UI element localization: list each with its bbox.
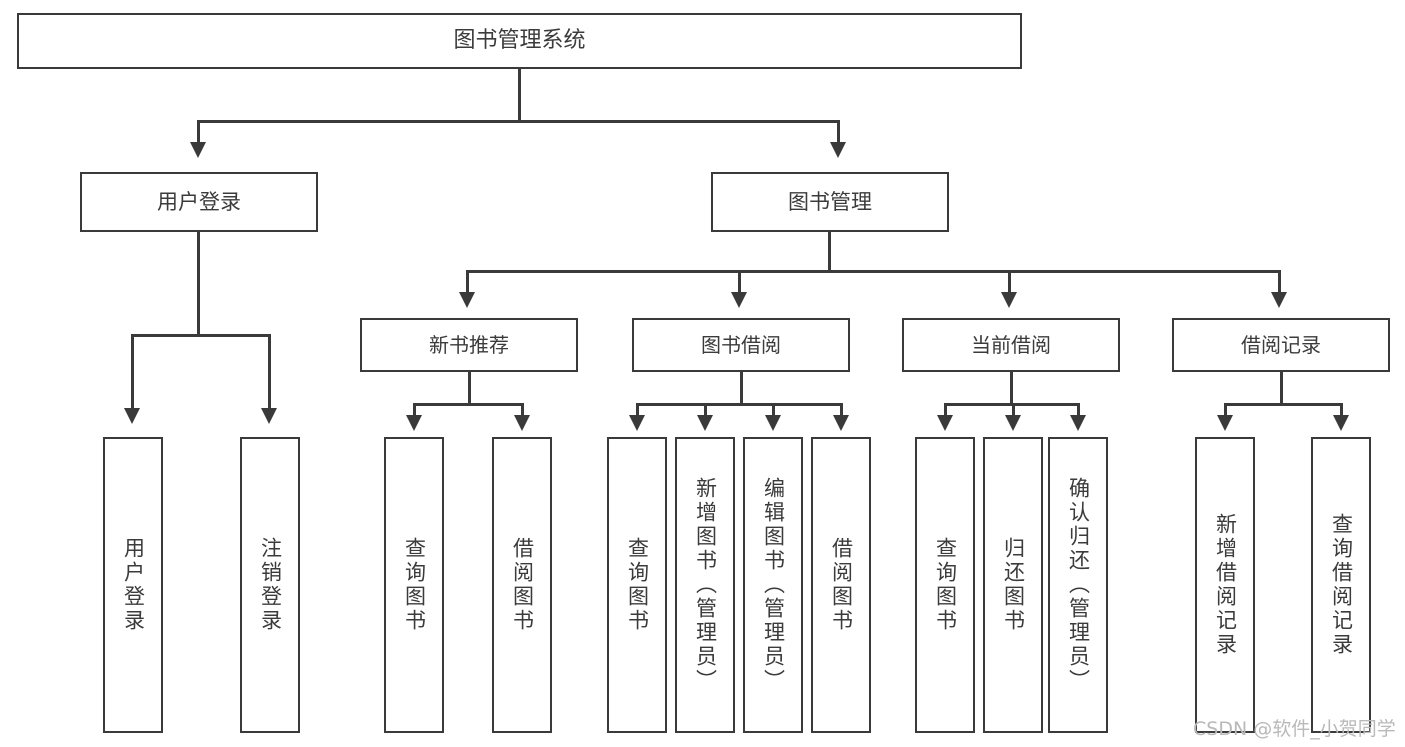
arrow-to-leaf-add-record xyxy=(1217,415,1233,431)
arrow-to-leaf-return-book xyxy=(1005,415,1021,431)
connector-book-borrow-drop-1 xyxy=(636,403,639,417)
node-label: 图书借阅 xyxy=(701,332,781,357)
node-book-manage[interactable]: 图书管理 xyxy=(711,172,949,232)
connector-root-stem xyxy=(518,69,521,122)
leaf-label: 查询图书 xyxy=(625,537,650,633)
connector-book-manage-drop-3 xyxy=(1008,270,1011,294)
connector-current-borrow-drop-1 xyxy=(944,403,947,417)
arrow-to-book-borrow xyxy=(731,292,747,308)
leaf-logout[interactable]: 注销登录 xyxy=(240,437,300,733)
leaf-label: 用户登录 xyxy=(121,537,146,633)
connector-book-borrow-drop-4 xyxy=(840,403,843,417)
connector-current-borrow-drop-2 xyxy=(1012,403,1015,417)
arrow-to-new-book-recommend xyxy=(459,292,475,308)
node-root-system[interactable]: 图书管理系统 xyxy=(17,13,1022,69)
csdn-watermark: CSDN @软件_小贺同学 xyxy=(1193,718,1396,740)
connector-user-login-stem xyxy=(197,232,200,336)
leaf-query-book-borrow[interactable]: 查询图书 xyxy=(607,437,667,733)
leaf-label: 归还图书 xyxy=(1001,537,1026,633)
leaf-query-book-current[interactable]: 查询图书 xyxy=(915,437,975,733)
connector-new-book-drop-1 xyxy=(413,403,416,417)
node-label: 借阅记录 xyxy=(1241,332,1321,357)
connector-borrow-record-drop-2 xyxy=(1340,403,1343,417)
leaf-label: 借阅图书 xyxy=(510,537,535,633)
connector-user-login-drop-2 xyxy=(268,334,271,410)
connector-current-borrow-stem xyxy=(1010,372,1013,405)
node-label: 当前借阅 xyxy=(971,332,1051,357)
arrow-to-user-login xyxy=(190,142,206,158)
leaf-label: 查询借阅记录 xyxy=(1329,513,1354,657)
connector-new-book-stem xyxy=(468,372,471,405)
arrow-to-borrow-record xyxy=(1271,292,1287,308)
leaf-query-borrow-record[interactable]: 查询借阅记录 xyxy=(1311,437,1371,733)
connector-book-manage-bus xyxy=(466,270,1278,273)
node-book-borrow[interactable]: 图书借阅 xyxy=(632,318,850,372)
node-label: 用户登录 xyxy=(157,189,241,214)
arrow-to-leaf-query-book-2 xyxy=(629,415,645,431)
arrow-to-book-manage xyxy=(830,142,846,158)
connector-borrow-record-stem xyxy=(1280,372,1283,405)
leaf-label: 确认归还（管理员） xyxy=(1066,477,1091,693)
connector-book-borrow-drop-2 xyxy=(704,403,707,417)
leaf-edit-book-admin[interactable]: 编辑图书（管理员） xyxy=(743,437,803,733)
connector-user-login-bus xyxy=(131,334,268,337)
connector-current-borrow-drop-3 xyxy=(1077,403,1080,417)
connector-book-manage-drop-1 xyxy=(466,270,469,294)
leaf-label: 查询图书 xyxy=(933,537,958,633)
leaf-label: 借阅图书 xyxy=(829,537,854,633)
arrow-to-leaf-add-book xyxy=(697,415,713,431)
leaf-label: 新增借阅记录 xyxy=(1213,513,1238,657)
node-new-book-recommend[interactable]: 新书推荐 xyxy=(360,318,578,372)
arrow-to-leaf-query-book-1 xyxy=(406,415,422,431)
arrow-to-leaf-borrow-book-2 xyxy=(833,415,849,431)
connector-root-bus xyxy=(197,120,839,123)
node-current-borrow[interactable]: 当前借阅 xyxy=(902,318,1120,372)
connector-book-manage-stem xyxy=(828,232,831,272)
connector-book-borrow-bus xyxy=(636,403,842,406)
node-borrow-record[interactable]: 借阅记录 xyxy=(1172,318,1390,372)
connector-user-login-drop-1 xyxy=(131,334,134,410)
arrow-to-leaf-confirm-return xyxy=(1070,415,1086,431)
connector-book-manage-drop-2 xyxy=(738,270,741,294)
node-label: 图书管理系统 xyxy=(453,28,586,54)
connector-current-borrow-bus xyxy=(944,403,1079,406)
connector-new-book-drop-2 xyxy=(521,403,524,417)
arrow-to-current-borrow xyxy=(1001,292,1017,308)
arrow-to-leaf-borrow-book-1 xyxy=(514,415,530,431)
arrow-to-leaf-edit-book xyxy=(765,415,781,431)
leaf-label: 编辑图书（管理员） xyxy=(761,477,786,693)
node-label: 图书管理 xyxy=(788,189,872,214)
arrow-to-leaf-user-login xyxy=(124,408,140,424)
arrow-to-leaf-query-book-3 xyxy=(937,415,953,431)
arrow-to-leaf-logout xyxy=(261,408,277,424)
leaf-borrow-book-new-recommend[interactable]: 借阅图书 xyxy=(492,437,552,733)
connector-book-manage-drop-4 xyxy=(1278,270,1281,294)
arrow-to-leaf-query-record xyxy=(1333,415,1349,431)
connector-book-borrow-stem xyxy=(740,372,743,405)
leaf-confirm-return-admin[interactable]: 确认归还（管理员） xyxy=(1048,437,1108,733)
leaf-label: 新增图书（管理员） xyxy=(693,477,718,693)
leaf-label: 注销登录 xyxy=(258,537,283,633)
node-label: 新书推荐 xyxy=(429,332,509,357)
leaf-label: 查询图书 xyxy=(402,537,427,633)
leaf-borrow-book[interactable]: 借阅图书 xyxy=(811,437,871,733)
connector-borrow-record-drop-1 xyxy=(1224,403,1227,417)
connector-root-drop-right xyxy=(837,120,840,144)
connector-root-drop-left xyxy=(197,120,200,144)
node-user-login[interactable]: 用户登录 xyxy=(80,172,318,232)
connector-borrow-record-bus xyxy=(1224,403,1342,406)
leaf-user-login[interactable]: 用户登录 xyxy=(103,437,163,733)
connector-book-borrow-drop-3 xyxy=(772,403,775,417)
connector-new-book-bus xyxy=(413,403,523,406)
leaf-return-book[interactable]: 归还图书 xyxy=(983,437,1043,733)
leaf-add-borrow-record[interactable]: 新增借阅记录 xyxy=(1195,437,1255,733)
leaf-add-book-admin[interactable]: 新增图书（管理员） xyxy=(675,437,735,733)
leaf-query-book-new-recommend[interactable]: 查询图书 xyxy=(384,437,444,733)
